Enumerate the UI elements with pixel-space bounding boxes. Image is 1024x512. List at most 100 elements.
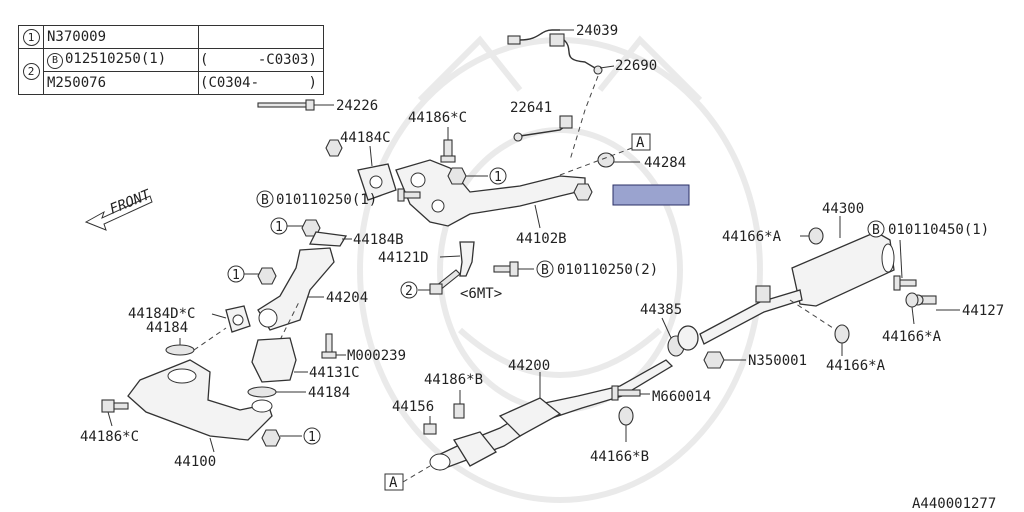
legend-part-number: 012510250(1)	[65, 51, 167, 67]
dashed-guide	[569, 75, 599, 161]
label-44166a-3: 44166*A	[826, 358, 886, 374]
callout-1: 1	[308, 430, 316, 445]
front-label: FRONT	[108, 186, 155, 217]
rubber-mount-44166b[interactable]	[618, 406, 634, 426]
gasket-44184b[interactable]	[308, 231, 348, 247]
label-44204: 44204	[326, 290, 368, 306]
legend-row: 1 N370009	[18, 25, 324, 49]
bolt-m660014[interactable]	[611, 385, 641, 401]
stud-44156[interactable]	[423, 423, 437, 435]
legend-range-cell: (C0304-)	[198, 71, 324, 95]
callout-1: 1	[275, 220, 283, 235]
dashed-guide	[789, 299, 837, 331]
nut-callout-1[interactable]	[447, 167, 467, 185]
muffler-44300[interactable]	[699, 231, 895, 345]
label-010110250-2: 010110250(2)	[557, 262, 658, 278]
label-44156: 44156	[392, 399, 434, 415]
label-44121d: 44121D	[378, 250, 429, 266]
leader-line	[107, 411, 113, 427]
label-44186b: 44186*B	[424, 372, 483, 388]
callout-circle-b	[256, 190, 274, 208]
range-value: -C0303	[257, 52, 309, 68]
exhaust-manifold-44100[interactable]	[127, 359, 273, 441]
label-44102b: 44102B	[516, 231, 567, 247]
label-44184-left: 44184	[146, 320, 188, 336]
label-24226: 24226	[336, 98, 378, 114]
stud-44186b[interactable]	[453, 403, 465, 419]
stud-44186c-top[interactable]	[440, 139, 456, 163]
callout-circle-b	[536, 260, 554, 278]
ref-circle-2: 2	[22, 63, 40, 80]
callout-1: 1	[232, 268, 240, 283]
range-open: (	[200, 75, 209, 91]
gasket-44184-left[interactable]	[165, 344, 195, 356]
callout-circle-b	[867, 220, 885, 238]
heat-cover-44131c[interactable]	[251, 337, 297, 383]
bracket-44121d[interactable]	[459, 241, 475, 277]
ref-a-bottom: A	[389, 475, 398, 491]
oxygen-sensor-24039[interactable]	[507, 29, 603, 75]
gasket-44184-lower[interactable]	[247, 386, 277, 398]
clamp-44284[interactable]	[597, 152, 615, 168]
range-close: )	[308, 52, 317, 68]
figure-id: A440001277	[912, 496, 996, 512]
leader-line	[599, 65, 615, 69]
dashed-guide	[402, 465, 431, 483]
bolt-010110250-2[interactable]	[493, 261, 519, 277]
bolt-callout-2[interactable]	[429, 269, 461, 295]
callout-2: 2	[405, 284, 413, 299]
bolt-m000239[interactable]	[321, 333, 337, 359]
label-22641: 22641	[510, 100, 552, 116]
callout-b: B	[541, 263, 549, 278]
front-direction-arrow: FRONT	[84, 186, 155, 231]
rubber-mount-44166a-1[interactable]	[808, 227, 824, 245]
long-bolt-24226[interactable]	[257, 99, 315, 111]
callout-circle-1	[303, 427, 321, 445]
rubber-mount-44166a-2[interactable]	[905, 292, 919, 308]
label-44100: 44100	[174, 454, 216, 470]
callout-1: 1	[494, 170, 502, 185]
center-pipe-44200[interactable]	[429, 359, 674, 471]
pipe-section-44204[interactable]	[257, 247, 335, 331]
front-pipe-44102b[interactable]	[395, 159, 586, 227]
leader-line	[209, 437, 215, 453]
label-n350001: N350001	[748, 353, 807, 369]
bolt-b-circle: B	[47, 53, 63, 69]
label-44166a-1: 44166*A	[722, 229, 782, 245]
callout-circle-2	[400, 281, 418, 299]
flange-tailpipe[interactable]	[677, 325, 699, 351]
nut-44284-side[interactable]	[573, 183, 593, 201]
label-44166b: 44166*B	[590, 449, 649, 465]
nut-44204-side[interactable]	[257, 267, 277, 285]
legend-ref-cell: 2	[18, 48, 44, 95]
highlight-box[interactable]	[612, 184, 690, 206]
nut-n350001[interactable]	[703, 351, 725, 369]
leader-line	[369, 145, 373, 167]
callout-circle-1	[489, 167, 507, 185]
leader-line	[534, 204, 541, 229]
dashed-guide	[193, 327, 227, 351]
legend-range-cell	[198, 25, 324, 49]
ref-box-a-top	[631, 133, 651, 151]
label-44284: 44284	[644, 155, 686, 171]
label-44300: 44300	[822, 201, 864, 217]
sensor-22641[interactable]	[513, 115, 573, 142]
label-44184c: 44184C	[340, 130, 391, 146]
label-22690: 22690	[615, 58, 657, 74]
ref-a-top: A	[636, 135, 645, 151]
range-value: C0304-	[208, 75, 260, 91]
legend-range-cell: (-C0303)	[198, 48, 324, 72]
label-m000239: M000239	[347, 348, 406, 364]
bolt-010110250-1[interactable]	[397, 188, 421, 202]
ref-circle-1: 1	[22, 28, 40, 46]
bolt-010110450-1[interactable]	[893, 275, 917, 291]
nut-manifold-bottom[interactable]	[261, 429, 281, 447]
nut-callout-1[interactable]	[325, 139, 343, 157]
dashed-guide	[279, 299, 301, 341]
rubber-mount-44166a-3[interactable]	[834, 324, 850, 344]
stud-44186c-bottom[interactable]	[101, 399, 129, 413]
callout-b: B	[872, 223, 880, 238]
label-44200: 44200	[508, 358, 550, 374]
